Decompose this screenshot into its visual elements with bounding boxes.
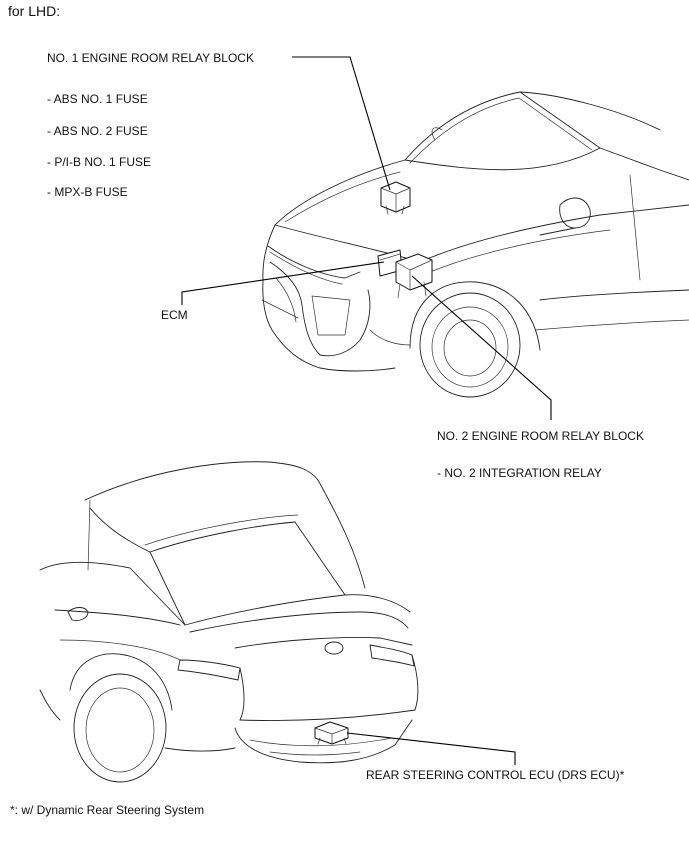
- relay-block-2-part: [395, 253, 433, 299]
- relay-block-1-part: [380, 181, 411, 215]
- relay-block-1-item: - ABS NO. 1 FUSE: [47, 92, 148, 106]
- diagram-header: for LHD:: [8, 3, 61, 19]
- rear-steering-ecu-label: REAR STEERING CONTROL ECU (DRS ECU)*: [366, 768, 625, 782]
- relay-block-2-leader: [411, 275, 552, 420]
- rear-steering-ecu-leader: [346, 732, 516, 765]
- relay-block-2-item: - NO. 2 INTEGRATION RELAY: [437, 466, 602, 480]
- ecm-leader: [181, 261, 385, 305]
- front-car-drawing: [261, 91, 689, 398]
- relay-block-1-leader: [292, 56, 391, 191]
- relay-block-2-label: NO. 2 ENGINE ROOM RELAY BLOCK: [437, 429, 644, 443]
- relay-block-1-item: - P/I-B NO. 1 FUSE: [47, 155, 152, 169]
- rear-steering-ecu-part: [314, 721, 349, 745]
- relay-block-1-item: - ABS NO. 2 FUSE: [47, 124, 148, 138]
- relay-block-1-item: - MPX-B FUSE: [47, 185, 128, 199]
- footnote: *: w/ Dynamic Rear Steering System: [10, 803, 205, 817]
- ecm-label: ECM: [161, 308, 188, 322]
- rear-car-drawing: [39, 461, 419, 783]
- relay-block-1-label: NO. 1 ENGINE ROOM RELAY BLOCK: [47, 51, 254, 65]
